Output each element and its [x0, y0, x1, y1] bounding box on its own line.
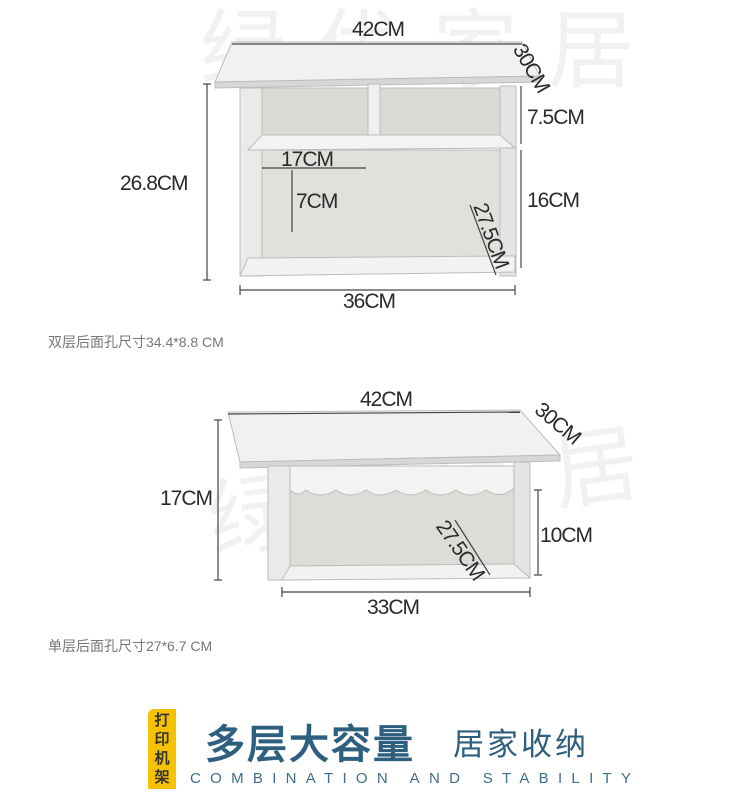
double-layer-shelf — [214, 41, 541, 277]
tag-text: 打印机架 — [154, 712, 170, 786]
double-inner-height-label: 7CM — [296, 190, 338, 213]
double-top-width-label: 42CM — [352, 18, 405, 41]
single-layer-dimension-lines — [214, 411, 542, 597]
shelf-drawings — [203, 41, 562, 597]
double-layer-caption: 双层后面孔尺寸34.4*8.8 CM — [48, 334, 224, 350]
banner-title: 多层大容量 — [205, 723, 415, 767]
single-top-width-label: 42CM — [360, 388, 413, 411]
double-lower-height-label: 16CM — [527, 189, 580, 212]
double-layer-dimension-lines — [203, 43, 522, 295]
banner-subtitle: 居家收纳 — [453, 727, 589, 762]
printer-stand-tag: 打印机架 — [148, 709, 176, 789]
single-layer-shelf — [227, 409, 562, 581]
banner-english: COMBINATION AND STABILITY — [190, 770, 641, 787]
single-base-width-label: 33CM — [367, 596, 420, 619]
single-total-height-label: 17CM — [160, 487, 213, 510]
single-inner-height-label: 10CM — [540, 524, 593, 547]
double-upper-height-label: 7.5CM — [527, 106, 585, 129]
double-total-height-label: 26.8CM — [120, 172, 189, 195]
single-layer-caption: 单层后面孔尺寸27*6.7 CM — [48, 638, 213, 654]
double-base-width-label: 36CM — [343, 290, 396, 313]
double-compartment-width-label: 17CM — [281, 148, 334, 171]
